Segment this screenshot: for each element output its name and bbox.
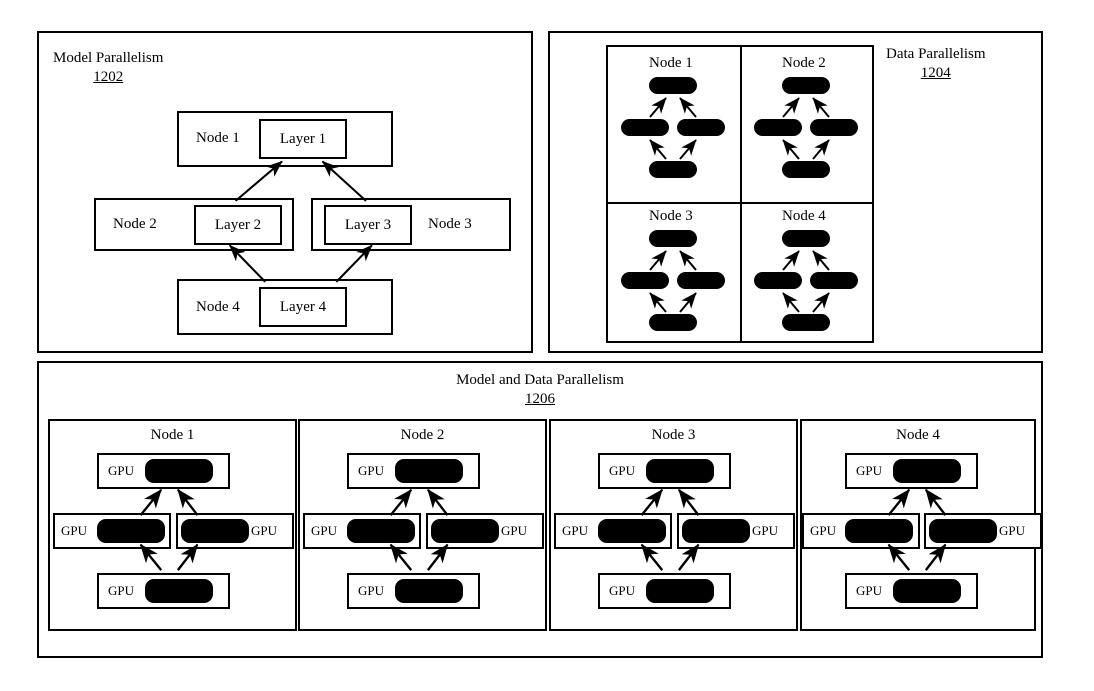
gpu-pill-bottom[interactable] xyxy=(782,314,830,331)
gpu-pill-bottom[interactable] xyxy=(649,161,697,178)
arrow-layer3-to-layer1 xyxy=(321,160,367,202)
gpu-pill-top[interactable] xyxy=(649,230,697,247)
node-label-1: Node 1 xyxy=(196,130,240,146)
gpu-label-bottom: GPU xyxy=(856,583,883,598)
gpu-pill-right[interactable] xyxy=(682,519,750,543)
node-label-3: Node 3 xyxy=(649,208,693,224)
gpu-label-bottom: GPU xyxy=(358,583,385,598)
compute-node-2[interactable]: Node 2 GPU GPU GPU GPU xyxy=(298,419,547,631)
gpu-label-right: GPU xyxy=(752,523,779,538)
panel-model-parallelism-title: Model Parallelism 1202 xyxy=(53,49,163,87)
panel-reference-number: 1206 xyxy=(525,391,555,407)
gpu-pill-left[interactable] xyxy=(598,519,666,543)
panel-title-text: Data Parallelism xyxy=(886,46,986,62)
compute-node-3[interactable]: Node 3 GPU GPU GPU GPU xyxy=(549,419,798,631)
gpu-pill-left[interactable] xyxy=(621,272,669,289)
gpu-pill-top[interactable] xyxy=(145,459,213,483)
gpu-label-left: GPU xyxy=(61,523,88,538)
panel-model-parallelism: Model Parallelism 1202 Node 1 Layer 1 No… xyxy=(37,31,533,353)
node-label-4: Node 4 xyxy=(782,208,826,224)
gpu-pill-right[interactable] xyxy=(677,272,725,289)
arrow-layer2-to-layer1 xyxy=(234,160,283,202)
layer-box-2[interactable]: Layer 2 xyxy=(194,205,282,245)
panel-title-text: Model and Data Parallelism xyxy=(456,372,624,388)
layer-box-3[interactable]: Layer 3 xyxy=(324,205,412,245)
layer-box-1[interactable]: Layer 1 xyxy=(259,119,347,159)
gpu-pill-bottom[interactable] xyxy=(782,161,830,178)
grid-vertical-divider xyxy=(740,47,742,341)
data-node-cell-3[interactable]: Node 3 xyxy=(608,204,740,341)
gpu-pill-right[interactable] xyxy=(181,519,249,543)
gpu-pill-bottom[interactable] xyxy=(649,314,697,331)
panel-reference-number: 1204 xyxy=(920,65,951,81)
gpu-pill-bottom[interactable] xyxy=(646,579,714,603)
gpu-pill-top[interactable] xyxy=(782,77,830,94)
gpu-label-left: GPU xyxy=(810,523,837,538)
node-label-2: Node 2 xyxy=(400,427,445,443)
node-label-1: Node 1 xyxy=(649,55,693,71)
gpu-label-right: GPU xyxy=(501,523,528,538)
node-label-3: Node 3 xyxy=(651,427,696,443)
data-node-cell-2[interactable]: Node 2 xyxy=(742,47,872,202)
node-label-2: Node 2 xyxy=(113,216,157,232)
gpu-pill-right[interactable] xyxy=(810,272,858,289)
gpu-label-right: GPU xyxy=(251,523,278,538)
data-parallelism-node-grid: Node 1 xyxy=(606,45,874,343)
node-label-1: Node 1 xyxy=(150,427,195,443)
gpu-pill-left[interactable] xyxy=(754,119,802,136)
node-box-4[interactable] xyxy=(177,279,393,335)
gpu-pill-right[interactable] xyxy=(677,119,725,136)
gpu-pill-right[interactable] xyxy=(810,119,858,136)
gpu-label-top: GPU xyxy=(108,463,135,478)
gpu-label-left: GPU xyxy=(311,523,338,538)
node-label-3: Node 3 xyxy=(428,216,472,232)
gpu-label-left: GPU xyxy=(562,523,589,538)
panel-data-parallelism-title: Data Parallelism 1204 xyxy=(886,45,986,83)
gpu-label-right: GPU xyxy=(999,523,1026,538)
node-label-2: Node 2 xyxy=(782,55,826,71)
gpu-label-bottom: GPU xyxy=(609,583,636,598)
gpu-pill-top[interactable] xyxy=(646,459,714,483)
layer-box-4[interactable]: Layer 4 xyxy=(259,287,347,327)
gpu-pill-left[interactable] xyxy=(621,119,669,136)
gpu-pill-left[interactable] xyxy=(347,519,415,543)
panel-model-and-data-parallelism: Model and Data Parallelism 1206 Node 1 G… xyxy=(37,361,1043,658)
node-label-4: Node 4 xyxy=(196,299,240,315)
gpu-pill-top[interactable] xyxy=(649,77,697,94)
node-label-4: Node 4 xyxy=(896,427,940,443)
panel-model-and-data-title: Model and Data Parallelism 1206 xyxy=(39,371,1041,409)
compute-node-1[interactable]: Node 1 GPU GPU GPU GPU xyxy=(48,419,297,631)
gpu-pill-top[interactable] xyxy=(782,230,830,247)
data-node-cell-1[interactable]: Node 1 xyxy=(608,47,740,202)
gpu-pill-bottom[interactable] xyxy=(893,579,961,603)
data-node-cell-4[interactable]: Node 4 xyxy=(742,204,872,341)
grid-horizontal-divider xyxy=(608,202,872,204)
gpu-pill-left[interactable] xyxy=(845,519,913,543)
gpu-pill-top[interactable] xyxy=(893,459,961,483)
gpu-label-top: GPU xyxy=(358,463,385,478)
gpu-pill-left[interactable] xyxy=(97,519,165,543)
gpu-pill-left[interactable] xyxy=(754,272,802,289)
gpu-label-bottom: GPU xyxy=(108,583,135,598)
panel-data-parallelism: Data Parallelism 1204 Node 1 xyxy=(548,31,1043,353)
gpu-label-top: GPU xyxy=(856,463,883,478)
panel-reference-number: 1202 xyxy=(93,69,124,85)
gpu-pill-bottom[interactable] xyxy=(145,579,213,603)
panel-title-text: Model Parallelism xyxy=(53,50,164,66)
node-box-2[interactable] xyxy=(94,198,294,251)
gpu-label-top: GPU xyxy=(609,463,636,478)
node-box-1[interactable] xyxy=(177,111,393,167)
compute-node-4[interactable]: Node 4 GPU GPU GPU GPU xyxy=(800,419,1042,631)
node-box-3[interactable] xyxy=(311,198,511,251)
gpu-pill-right[interactable] xyxy=(929,519,997,543)
gpu-pill-top[interactable] xyxy=(395,459,463,483)
gpu-pill-bottom[interactable] xyxy=(395,579,463,603)
gpu-pill-right[interactable] xyxy=(431,519,499,543)
